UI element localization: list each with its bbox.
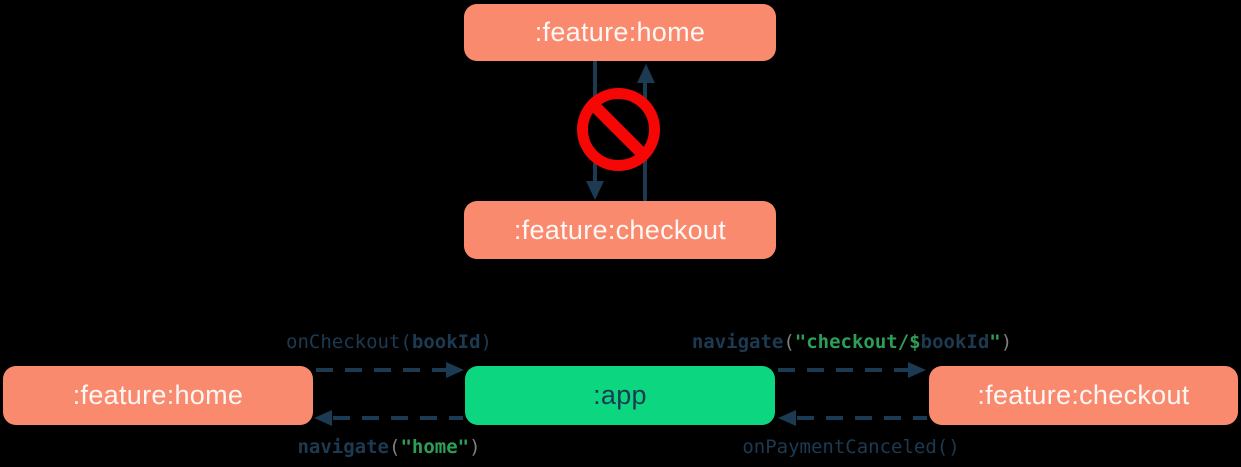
label-on-checkout: onCheckout(bookId) <box>286 331 492 353</box>
dashed-line <box>778 368 908 372</box>
arrowhead-right-icon <box>446 361 464 378</box>
dashed-line <box>316 368 446 372</box>
arrowhead-down-icon <box>586 181 604 200</box>
arrowhead-right-icon <box>908 361 926 378</box>
label-navigate-checkout: navigate("checkout/$bookId") <box>691 331 1013 353</box>
dashed-line <box>333 416 463 420</box>
node-feature-checkout-bottom: :feature:checkout <box>929 366 1238 425</box>
label-navigate-home: navigate("home") <box>297 436 481 458</box>
node-feature-home-top: :feature:home <box>464 4 776 61</box>
node-feature-checkout-top: :feature:checkout <box>464 201 776 259</box>
arrowhead-left-icon <box>314 409 332 426</box>
node-app: :app <box>465 366 775 425</box>
arrowhead-left-icon <box>778 409 796 426</box>
no-entry-icon <box>577 88 660 171</box>
dashed-line <box>797 416 927 420</box>
node-feature-home-bottom: :feature:home <box>3 366 313 425</box>
arrowhead-up-icon <box>637 64 655 83</box>
label-on-payment-canceled: onPaymentCanceled() <box>742 436 960 458</box>
